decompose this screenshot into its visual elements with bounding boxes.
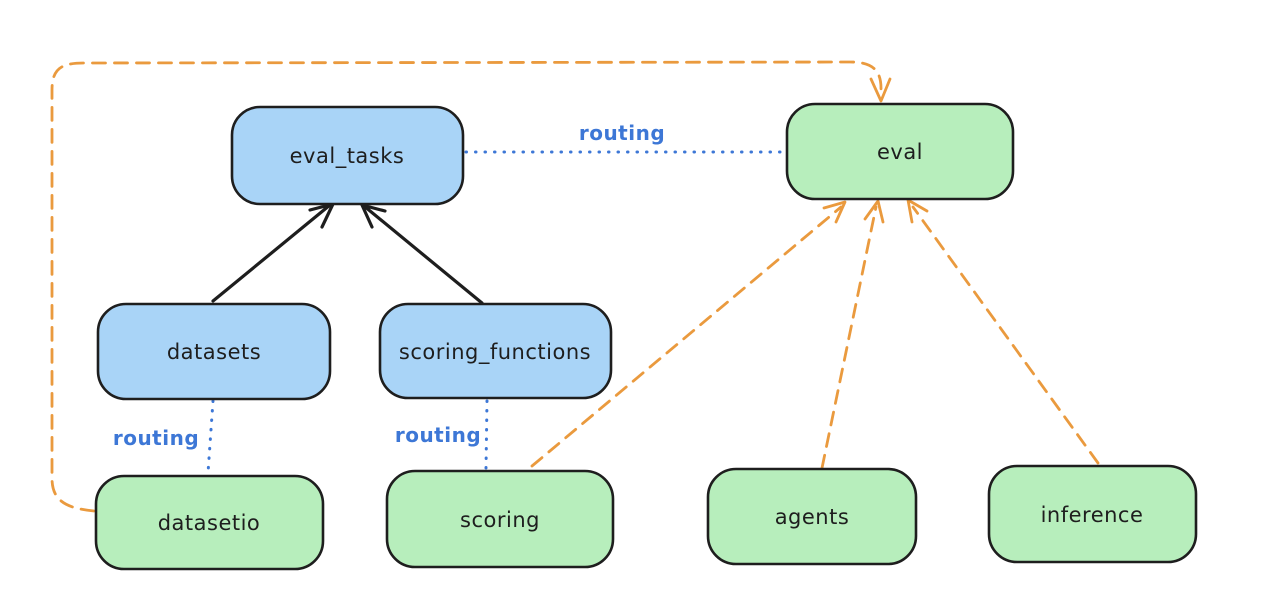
- node-eval-box: [785, 102, 1015, 201]
- routing-label-datasets-datasetio: routing: [113, 426, 199, 450]
- node-eval_tasks-label: eval_tasks: [290, 144, 405, 169]
- node-scoring-label: scoring: [460, 508, 540, 532]
- node-scoring-box: [385, 469, 615, 569]
- routing-label-eval_tasks-eval: routing: [579, 121, 665, 145]
- edge-datasets-to-eval_tasks: [211, 202, 335, 303]
- node-inference-box: [987, 464, 1198, 564]
- edge-scoring_functions-to-eval_tasks: [360, 203, 484, 305]
- edge-datasetio-to-eval: [50, 60, 883, 513]
- arrowhead-scoring-to-eval: [822, 200, 847, 224]
- node-scoring: scoring: [385, 469, 615, 569]
- arrowhead-agents-to-eval: [863, 199, 885, 224]
- node-agents-label: agents: [775, 505, 850, 529]
- node-eval-label: eval: [877, 140, 923, 164]
- node-datasets-box: [96, 302, 332, 401]
- node-agents: agents: [706, 467, 918, 566]
- arrowhead-datasetio-to-eval: [869, 77, 892, 103]
- edge-agents-to-eval: [820, 205, 878, 470]
- node-datasets-label: datasets: [167, 340, 261, 364]
- node-eval_tasks: eval_tasks: [230, 105, 465, 206]
- edge-scoring_functions-to-scoring-routing: [484, 399, 489, 470]
- node-datasetio: datasetio: [94, 474, 325, 571]
- node-datasets: datasets: [96, 302, 332, 401]
- node-datasetio-label: datasetio: [158, 511, 261, 535]
- edge-datasets-to-datasetio-routing: [206, 399, 215, 475]
- node-scoring_functions-box: [378, 302, 613, 400]
- node-agents-box: [706, 467, 918, 566]
- node-inference-label: inference: [1041, 503, 1144, 527]
- node-scoring_functions: scoring_functions: [378, 302, 613, 400]
- node-eval_tasks-box: [230, 105, 465, 206]
- node-inference: inference: [987, 464, 1198, 564]
- routing-label-scoring_functions-scoring: routing: [395, 423, 481, 447]
- node-datasetio-box: [94, 474, 325, 571]
- edge-scoring-to-eval: [530, 205, 843, 468]
- node-eval: eval: [785, 102, 1015, 201]
- edge-inference-to-eval: [911, 205, 1100, 465]
- node-scoring_functions-label: scoring_functions: [399, 340, 591, 365]
